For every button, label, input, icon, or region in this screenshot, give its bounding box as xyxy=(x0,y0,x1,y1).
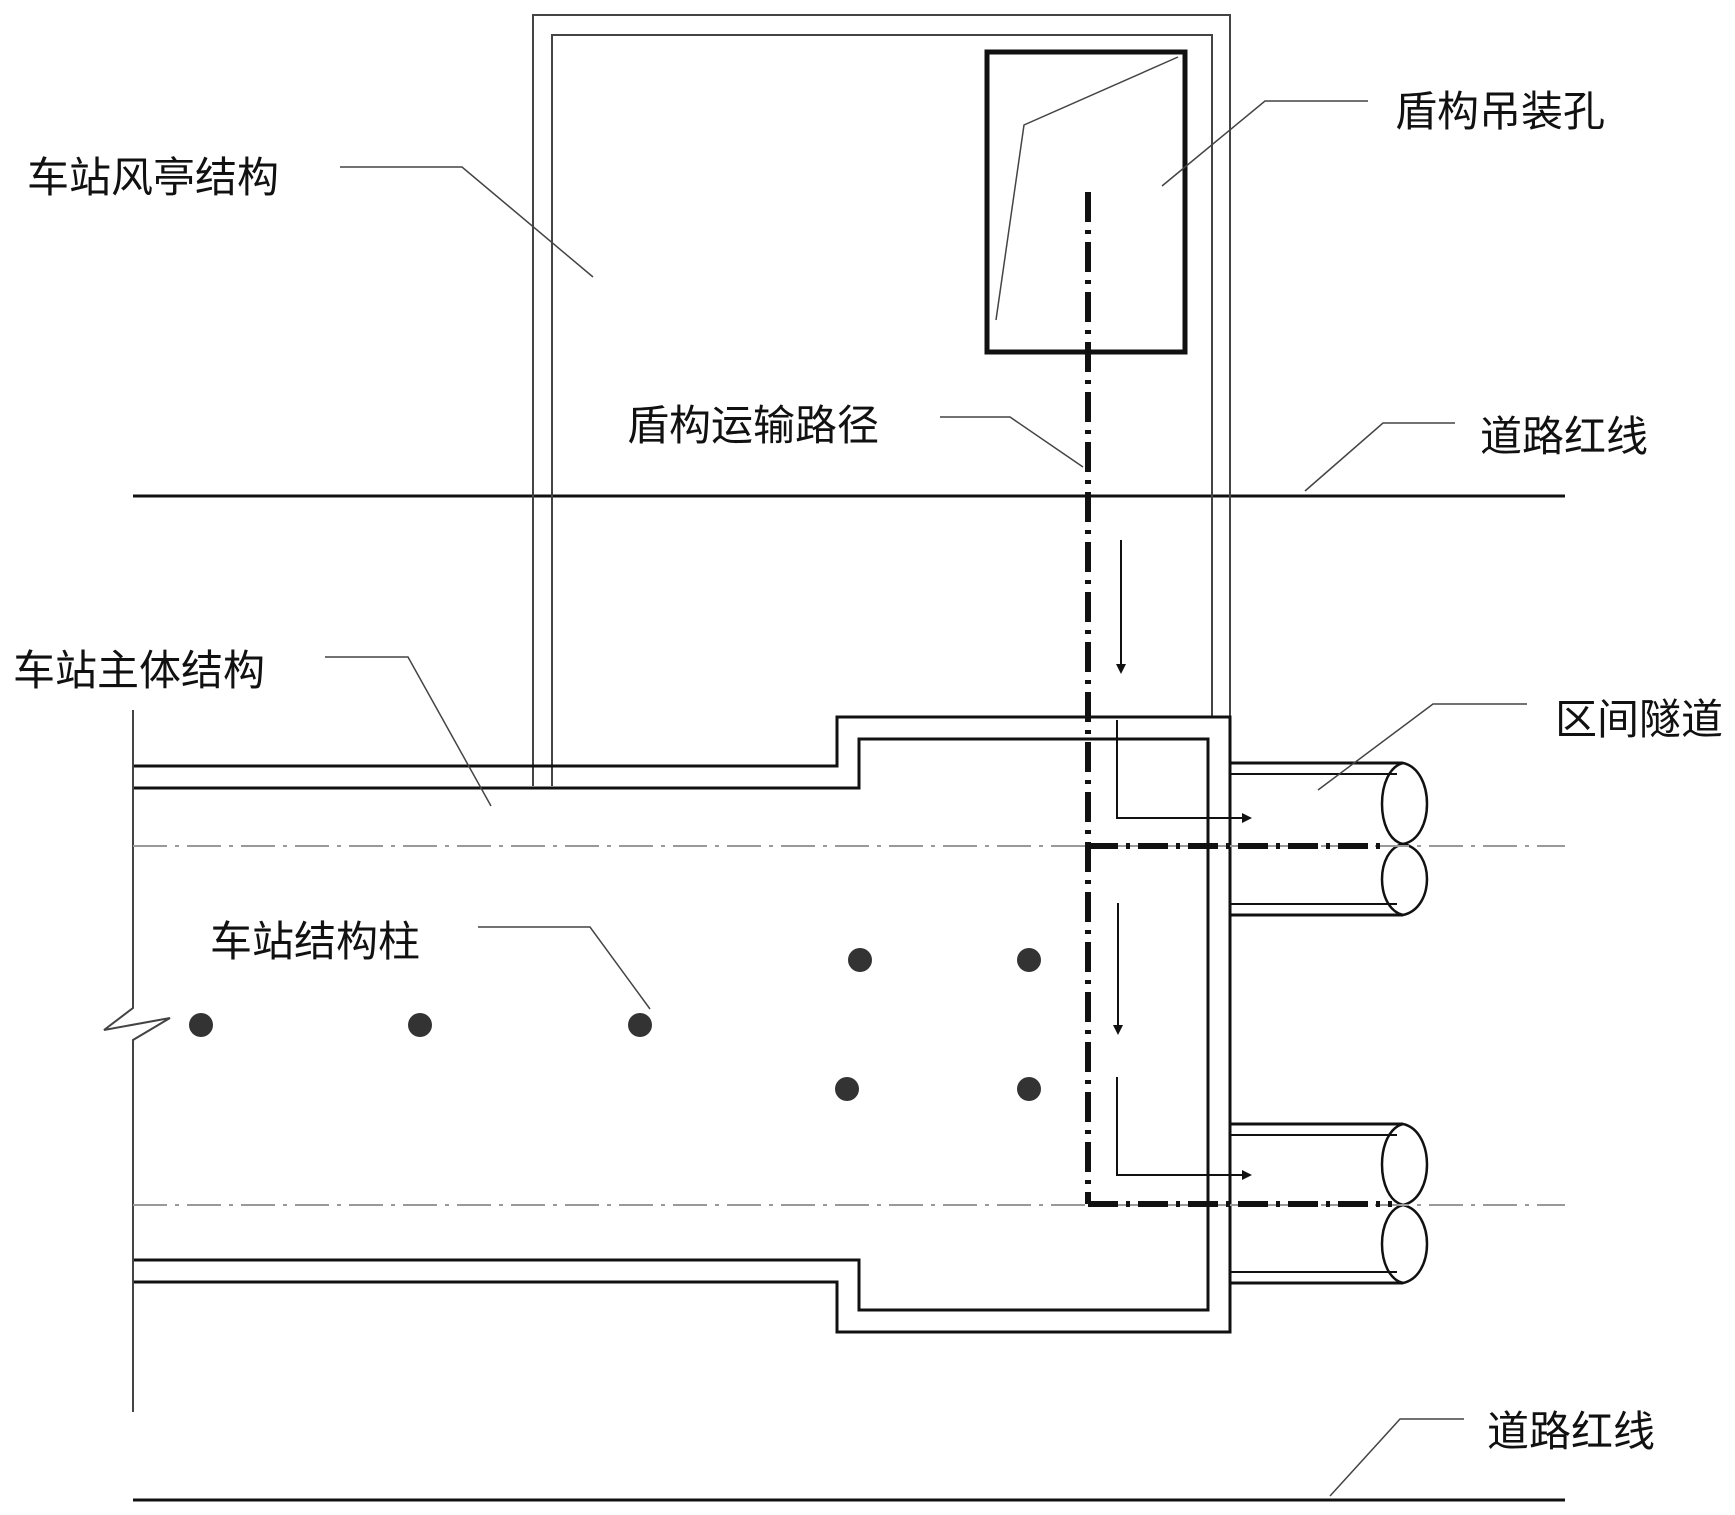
shield-transport-path xyxy=(1085,192,1392,1207)
leader-kiosk xyxy=(340,166,594,278)
leader-main-structure xyxy=(325,656,492,807)
column xyxy=(408,1013,432,1037)
column xyxy=(628,1013,652,1037)
label-lifting-hole: 盾构吊装孔 xyxy=(1395,87,1606,136)
section-tunnel-upper xyxy=(1230,761,1429,917)
leader-tunnel xyxy=(1317,703,1527,791)
label-station-columns: 车站结构柱 xyxy=(210,917,421,966)
leader-road-top xyxy=(1304,422,1455,492)
arrow-right-lower xyxy=(1116,1077,1252,1180)
column xyxy=(848,948,872,972)
lifting-hole-break-line xyxy=(995,56,1179,321)
station-columns xyxy=(189,948,1041,1101)
station-main-structure xyxy=(133,715,1232,1334)
column xyxy=(835,1077,859,1101)
leader-lifting-hole xyxy=(1161,100,1368,187)
leader-columns xyxy=(478,926,651,1010)
column xyxy=(1017,948,1041,972)
label-road-red-line-bottom: 道路红线 xyxy=(1487,1407,1656,1456)
kiosk-structure xyxy=(532,14,1231,786)
column xyxy=(189,1013,213,1037)
label-transport-path: 盾构运输路径 xyxy=(627,401,880,450)
direction-arrows xyxy=(1113,540,1252,1180)
label-kiosk-structure: 车站风亭结构 xyxy=(27,153,280,202)
column xyxy=(1017,1077,1041,1101)
leader-road-bottom xyxy=(1329,1418,1464,1497)
label-road-red-line-top: 道路红线 xyxy=(1480,412,1649,461)
label-main-structure: 车站主体结构 xyxy=(13,646,266,695)
break-line xyxy=(103,710,171,1412)
leader-lines xyxy=(325,100,1527,1497)
label-section-tunnel: 区间隧道 xyxy=(1555,695,1724,744)
arrow-right-upper xyxy=(1116,720,1252,823)
leader-transport-path xyxy=(940,416,1084,468)
